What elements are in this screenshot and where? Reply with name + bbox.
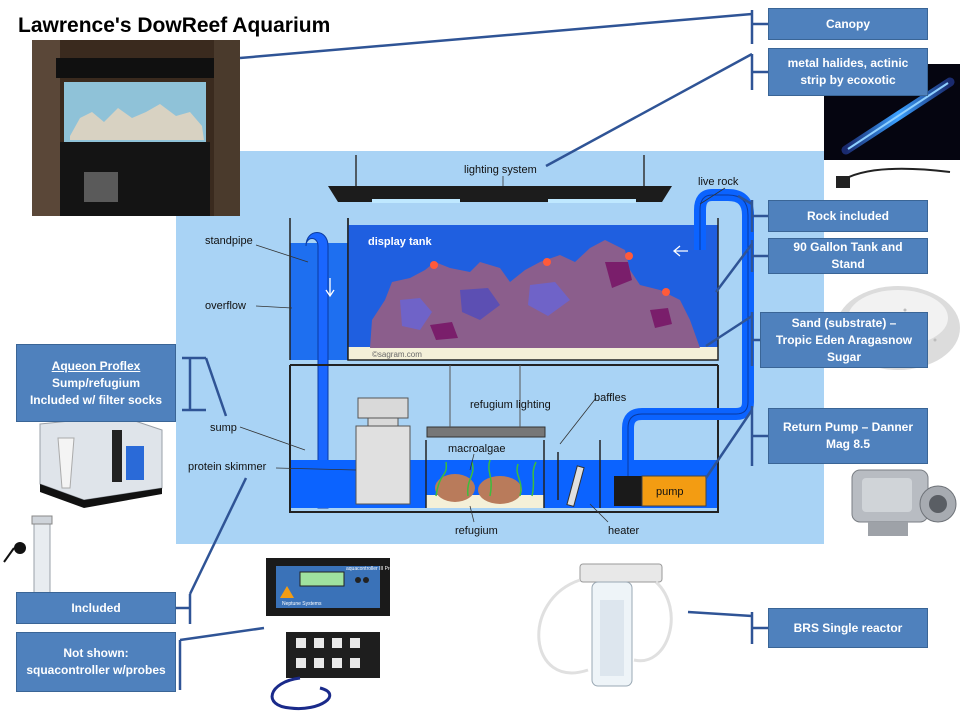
callout-sump: Aqueon Proflex Sump/refugium Included w/… (16, 344, 176, 422)
callout-tank-text-2: Stand (831, 257, 865, 271)
refugium-light (426, 426, 546, 438)
callout-reactor-text: BRS Single reactor (793, 620, 903, 635)
controller-model-text: aquacontroller III Pro (346, 566, 393, 572)
callout-pump-text-1: Return Pump – Danner (782, 420, 914, 434)
callout-skimmer-text: Included (71, 600, 121, 615)
callout-rock: Rock included (768, 200, 928, 232)
controller-photo: aquacontroller III Pro Neptune Systems (266, 558, 393, 711)
callout-tank-text-1: 90 Gallon Tank and (793, 240, 903, 254)
sump-photo (39, 415, 163, 508)
lighting-fixture (328, 155, 672, 203)
callout-pump-text-2: Mag 8.5 (825, 437, 870, 451)
protein-skimmer (355, 397, 411, 505)
callout-sand-text-3: Sugar (826, 349, 861, 364)
diagram-leaders (239, 176, 726, 523)
callout-controller: Not shown: squacontroller w/probes (16, 632, 176, 692)
skimmer-photo (3, 515, 53, 605)
callout-lighting: metal halides, actinic strip by ecoxotic (768, 48, 928, 96)
callout-rock-text: Rock included (806, 208, 889, 223)
aquarium-photo (32, 40, 240, 216)
display-tank (347, 218, 719, 361)
callout-canopy-text: Canopy (825, 16, 870, 31)
callout-controller-text-1: Not shown: (63, 646, 129, 660)
callout-sump-text-1: Sump/refugium (51, 375, 140, 390)
callout-sand: Sand (substrate) – Tropic Eden Aragasnow… (760, 312, 928, 368)
callout-return-pump: Return Pump – Danner Mag 8.5 (768, 408, 928, 464)
callout-canopy: Canopy (768, 8, 928, 40)
callout-sand-text-2: Tropic Eden Aragasnow (775, 332, 913, 347)
heater (566, 465, 585, 507)
callout-skimmer: Included (16, 592, 176, 624)
callout-sump-text-2: Included w/ filter socks (29, 392, 163, 407)
controller-brand-text: Neptune Systems (282, 601, 322, 607)
callout-lighting-text-2: strip by ecoxotic (800, 73, 896, 87)
pump-body (614, 476, 642, 506)
callout-reactor: BRS Single reactor (768, 608, 928, 648)
callout-sand-text-1: Sand (substrate) – (791, 315, 897, 330)
return-pump-photo (851, 469, 957, 536)
reactor-photo (537, 563, 673, 687)
macroalgae (435, 459, 537, 504)
page-title: Lawrence's DowReef Aquarium (18, 14, 331, 37)
callout-lighting-text-1: metal halides, actinic (787, 56, 909, 70)
callout-tank: 90 Gallon Tank and Stand (768, 238, 928, 274)
pump-housing (641, 475, 707, 507)
aqueon-proflex-link[interactable]: Aqueon Proflex (51, 358, 141, 373)
callout-controller-text-2: squacontroller w/probes (26, 663, 166, 677)
